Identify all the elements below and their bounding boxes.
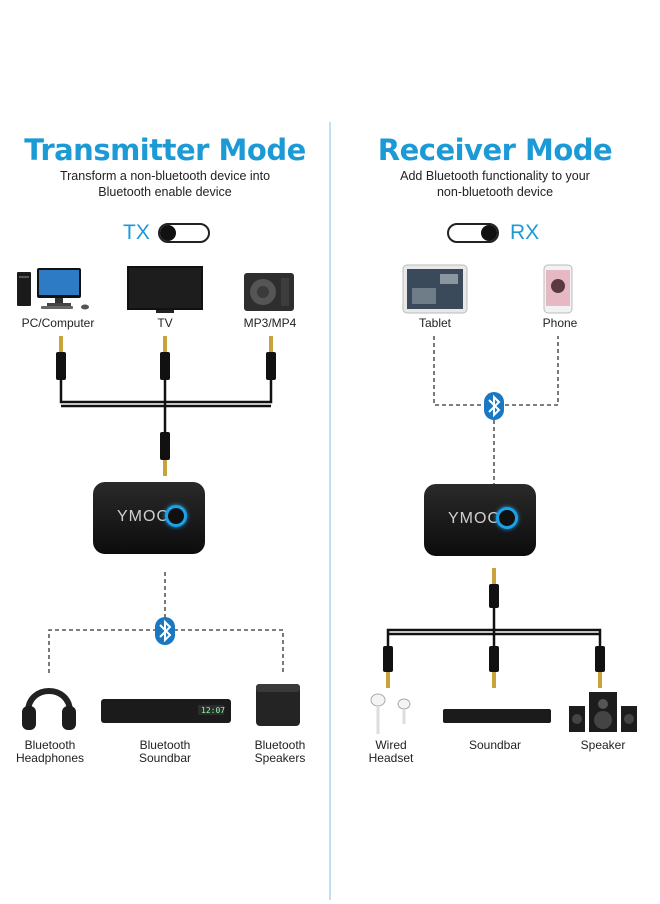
tv-icon bbox=[127, 266, 203, 313]
source-label-tablet: Tablet bbox=[418, 316, 452, 330]
toggle-knob bbox=[160, 225, 176, 241]
svg-text:12:07: 12:07 bbox=[201, 706, 225, 715]
soundbar-icon: 12:07 bbox=[101, 699, 231, 723]
source-label-tv: TV bbox=[157, 316, 173, 330]
transmitter-subtitle-line1: Transform a non-bluetooth device into bbox=[59, 169, 271, 183]
rx-label: RX bbox=[510, 221, 540, 244]
output-label-line1: Bluetooth bbox=[24, 738, 76, 752]
headphones-icon bbox=[22, 688, 76, 730]
bluetooth-icon bbox=[155, 617, 175, 645]
source-label-mp3: MP3/MP4 bbox=[243, 316, 297, 330]
toggle-knob bbox=[481, 225, 497, 241]
output-label-line2: Headphones bbox=[15, 751, 85, 765]
rx-toggle-switch-icon[interactable] bbox=[447, 223, 499, 243]
output-label-speakers: Bluetooth Speakers bbox=[235, 739, 325, 765]
output-label-line2: Soundbar bbox=[138, 751, 192, 765]
device-brand: YMOO bbox=[117, 508, 170, 525]
speaker-icon bbox=[256, 684, 300, 726]
source-label-pc: PC/Computer bbox=[21, 316, 95, 330]
transmitter-subtitle-line2: Bluetooth enable device bbox=[98, 185, 232, 199]
mp3-player-icon bbox=[244, 273, 294, 311]
earphones-icon bbox=[370, 693, 411, 734]
receiver-subtitle-line1: Add Bluetooth functionality to your bbox=[400, 169, 590, 183]
output-label-speaker: Speaker bbox=[580, 738, 626, 752]
receiver-device: YMOO bbox=[424, 484, 536, 556]
phone-icon bbox=[543, 264, 573, 314]
output-label-wired-headset: Wired Headset bbox=[346, 739, 436, 765]
output-label-line1: Bluetooth bbox=[139, 738, 191, 752]
receiver-subtitle: Add Bluetooth functionality to your non-… bbox=[350, 168, 640, 200]
tablet-icon bbox=[402, 264, 468, 314]
center-divider bbox=[329, 122, 331, 900]
audio-cable-icon bbox=[59, 378, 273, 432]
transmitter-title: Transmitter Mode bbox=[24, 133, 306, 167]
desktop-computer-icon bbox=[17, 268, 89, 310]
power-button-icon[interactable] bbox=[496, 507, 518, 529]
output-label-headphones: Bluetooth Headphones bbox=[5, 739, 95, 765]
transmitter-device: YMOO bbox=[93, 482, 205, 554]
transmitter-subtitle: Transform a non-bluetooth device into Bl… bbox=[20, 168, 310, 200]
speaker-system-icon bbox=[569, 692, 637, 732]
audio-jack-icon bbox=[56, 352, 276, 460]
output-label-line2: Headset bbox=[368, 751, 414, 765]
output-label-line1: Bluetooth bbox=[254, 738, 306, 752]
device-brand: YMOO bbox=[448, 510, 501, 527]
output-label-soundbar: Bluetooth Soundbar bbox=[120, 739, 210, 765]
tx-label: TX bbox=[123, 221, 150, 244]
source-label-phone: Phone bbox=[542, 316, 578, 330]
output-label-soundbar-right: Soundbar bbox=[468, 738, 522, 752]
output-label-line2: Speakers bbox=[254, 751, 306, 765]
receiver-title: Receiver Mode bbox=[377, 133, 613, 167]
soundbar-icon bbox=[443, 709, 551, 723]
tx-toggle-switch-icon[interactable] bbox=[158, 223, 210, 243]
output-label-line1: Wired bbox=[375, 738, 407, 752]
receiver-subtitle-line2: non-bluetooth device bbox=[436, 185, 554, 199]
power-button-icon[interactable] bbox=[165, 505, 187, 527]
bluetooth-icon bbox=[484, 392, 504, 420]
